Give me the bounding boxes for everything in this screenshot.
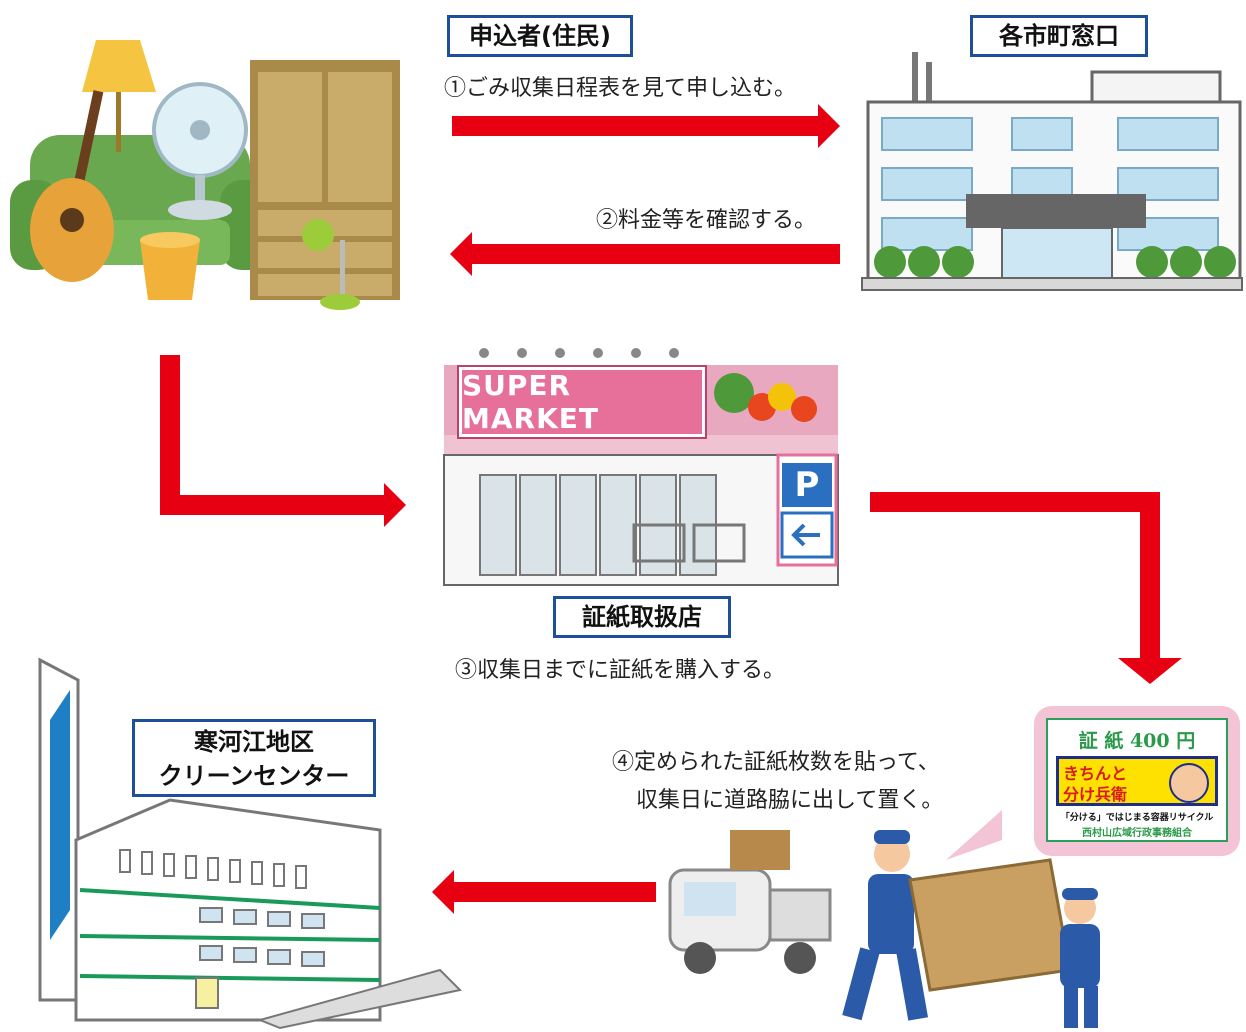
stamp-slogan: 「分ける」ではじまる容器リサイクル xyxy=(1060,813,1214,823)
city-office-building-illustration xyxy=(861,52,1243,291)
step4-text-line2: 収集日に道路脇に出して置く。 xyxy=(636,788,944,813)
stamp-card: 証 紙 400 円 きちんと 分け兵衛 「分ける」ではじまる容器リサイクル 西村… xyxy=(1046,718,1228,842)
arrow-to-store xyxy=(160,355,406,527)
clean-center-building-illustration xyxy=(38,657,463,1030)
clean-center-label-line1: 寒河江地区 xyxy=(194,728,314,756)
vegetables-icon xyxy=(714,373,817,422)
store-sign: SUPER MARKET xyxy=(457,365,707,439)
worker-icon xyxy=(1060,888,1100,1028)
stamp-mascot-panel: きちんと 分け兵衛 xyxy=(1056,756,1218,806)
cardboard-box-icon xyxy=(908,858,1072,992)
parking-sign: P xyxy=(782,463,832,507)
stamp-store-label: 証紙取扱店 xyxy=(553,596,731,638)
city-office-label: 各市町窓口 xyxy=(970,15,1148,57)
step3-text: ③収集日までに証紙を購入する。 xyxy=(455,658,786,683)
supermarket-illustration: SUPER MARKET P xyxy=(443,345,839,587)
step2-text: ②料金等を確認する。 xyxy=(596,208,817,233)
truck-icon xyxy=(668,830,832,974)
city-office-label-text: 各市町窓口 xyxy=(999,22,1119,50)
applicant-label: 申込者(住民) xyxy=(447,15,633,57)
store-sign-text: SUPER MARKET xyxy=(462,369,600,435)
step4-text-line1: ④定められた証紙枚数を貼って、 xyxy=(612,750,940,775)
mascot-icon xyxy=(1169,763,1209,803)
worker-icon xyxy=(842,830,929,1021)
applicant-label-text: 申込者(住民) xyxy=(469,22,611,50)
stamp-title: 証 紙 400 円 xyxy=(1078,730,1196,752)
guitar-icon xyxy=(30,90,114,282)
arrow-to-curb xyxy=(870,492,1182,684)
fan-icon xyxy=(152,82,248,220)
wardrobe-icon xyxy=(250,60,400,300)
cart-icon xyxy=(632,523,746,563)
workers-truck-illustration xyxy=(668,830,1100,1028)
desk-lamp-icon xyxy=(302,219,360,310)
stamp-mascot-line1: きちんと xyxy=(1063,764,1128,783)
arrow-apply xyxy=(452,104,840,148)
arrow-confirm xyxy=(450,232,840,276)
stamp-store-label-text: 証紙取扱店 xyxy=(582,603,702,631)
step1-text: ①ごみ収集日程表を見て申し込む。 xyxy=(444,76,797,101)
lamp-icon xyxy=(82,40,156,152)
stamp-bubble: 証 紙 400 円 きちんと 分け兵衛 「分ける」ではじまる容器リサイクル 西村… xyxy=(1034,706,1240,856)
stamp-bubble-tail xyxy=(946,810,1002,860)
parking-icon: P xyxy=(794,465,820,505)
bulky-waste-illustration xyxy=(10,40,400,310)
clean-center-label-line2: クリーンセンター xyxy=(158,762,350,790)
planter-icon xyxy=(140,232,200,300)
arrow-collect xyxy=(432,870,656,914)
stamp-mascot-line2: 分け兵衛 xyxy=(1063,785,1128,804)
clean-center-label: 寒河江地区 クリーンセンター xyxy=(132,719,376,797)
stamp-issuer: 西村山広域行政事務組合 xyxy=(1082,828,1192,839)
